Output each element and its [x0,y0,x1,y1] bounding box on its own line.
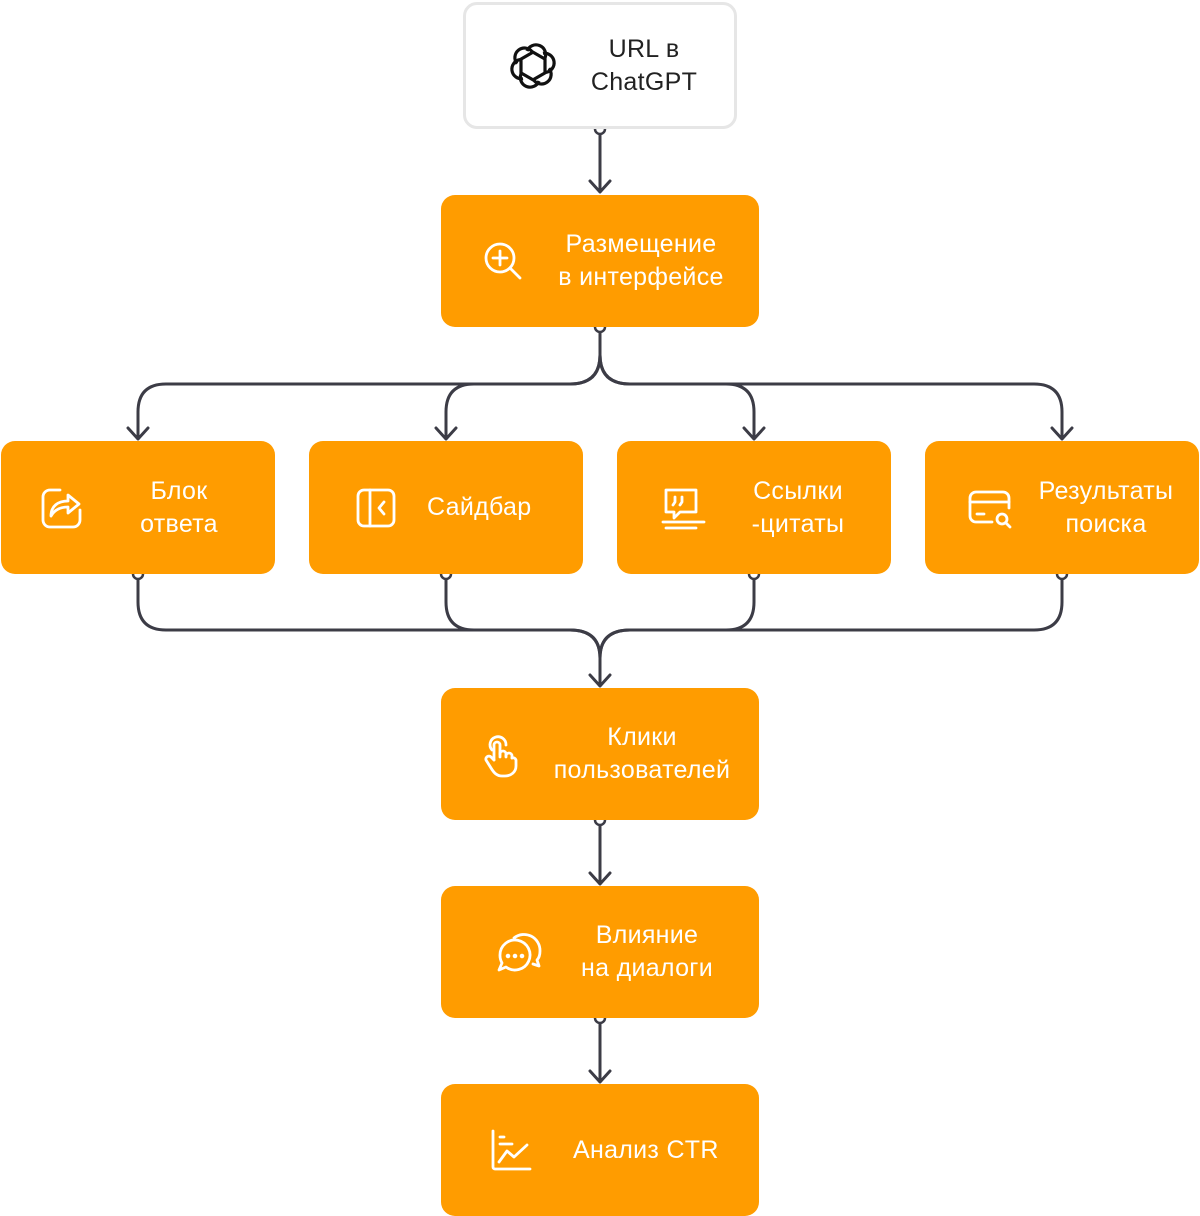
line-chart-icon [441,1127,559,1173]
node-label: Анализ CTR [573,1135,719,1164]
node-label: URL в ChatGPT [590,34,698,96]
node-user-clicks[interactable]: Клики пользователей [441,688,759,820]
node-ctr-analysis[interactable]: Анализ CTR [441,1084,759,1216]
arrowhead-ctr [588,1069,612,1084]
node-search-results[interactable]: Результаты поиска [925,441,1199,574]
arrowhead-dialogs [588,871,612,886]
node-placement-in-interface[interactable]: Размещение в интерфейсе [441,195,759,327]
openai-logo-icon [466,41,578,91]
arrowhead-clicks [588,673,612,688]
node-label: Клики пользователей [553,723,731,784]
arrowhead-placement [588,179,612,194]
connector-placement-to-search-results [598,325,1064,438]
node-label: Ссылки -цитаты [751,476,845,538]
node-label: Влияние на диалоги [581,921,713,982]
connector-placement-to-answer-block [136,325,602,438]
sidebar-collapse-icon [309,486,421,530]
node-dialog-impact[interactable]: Влияние на диалоги [441,886,759,1018]
node-label: Сайдбар [427,493,532,521]
node-answer-block[interactable]: Блок ответа [1,441,275,574]
node-citation-links[interactable]: Ссылки -цитаты [617,441,891,574]
quote-bubble-icon [617,484,729,532]
node-label: Блок ответа [140,476,218,538]
chat-bubbles-icon [441,929,575,975]
connector-placement-to-citations [598,325,756,438]
node-label: Результаты поиска [1038,476,1174,538]
arrowhead-search-results [1050,426,1074,441]
connector-sidebar-to-clicks [444,572,602,685]
connector-search-results-to-clicks [598,572,1064,685]
arrowhead-citations [742,426,766,441]
node-url-in-chatgpt[interactable]: URL в ChatGPT [463,2,737,129]
node-sidebar[interactable]: Сайдбар [309,441,583,574]
arrowhead-sidebar [434,426,458,441]
node-label: Размещение в интерфейсе [558,230,724,291]
connector-placement-to-sidebar [444,325,602,438]
card-search-icon [925,484,1033,532]
zoom-plus-icon [441,238,551,284]
pointer-hand-icon [441,730,545,778]
arrowhead-answer-block [126,426,150,441]
share-arrow-icon [1,484,107,532]
